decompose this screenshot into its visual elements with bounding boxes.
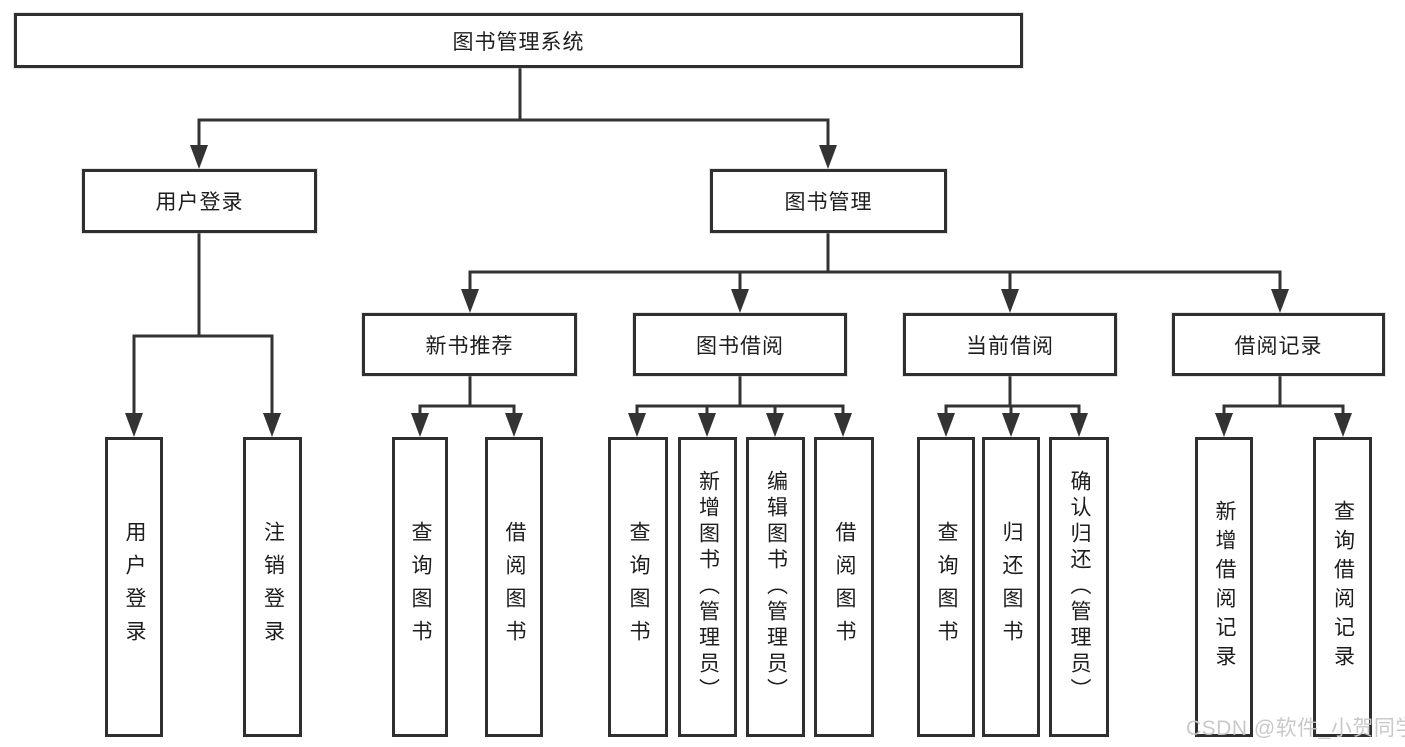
leaf-return-book: 归还图书 [982, 437, 1040, 737]
leaf-recommend-borrow-books: 借阅图书 [485, 437, 543, 737]
leaf-confirm-return-admin: 确认归还（管理员） [1049, 437, 1109, 737]
leaf-current-query-books: 查询图书 [917, 437, 975, 737]
leaf-add-book-admin: 新增图书（管理员） [678, 437, 737, 737]
node-new-book-recommend: 新书推荐 [362, 313, 577, 376]
leaf-borrowing-query-books: 查询图书 [608, 437, 668, 737]
leaf-query-borrow-record: 查询借阅记录 [1313, 437, 1372, 737]
leaf-user-login: 用户登录 [105, 437, 163, 737]
node-book-borrowing: 图书借阅 [633, 313, 847, 376]
leaf-borrowing-borrow-books: 借阅图书 [814, 437, 874, 737]
leaf-recommend-query-books: 查询图书 [392, 437, 448, 737]
node-borrowing-records: 借阅记录 [1172, 313, 1385, 376]
node-current-borrowing: 当前借阅 [903, 313, 1117, 376]
leaf-logout: 注销登录 [243, 437, 302, 737]
node-user-login: 用户登录 [82, 169, 317, 233]
csdn-watermark: CSDN @软件_小贺同学 [1186, 717, 1405, 740]
leaf-add-borrow-record: 新增借阅记录 [1195, 437, 1253, 737]
node-root: 图书管理系统 [14, 13, 1023, 68]
leaf-edit-book-admin: 编辑图书（管理员） [746, 437, 805, 737]
node-book-management: 图书管理 [710, 169, 947, 233]
